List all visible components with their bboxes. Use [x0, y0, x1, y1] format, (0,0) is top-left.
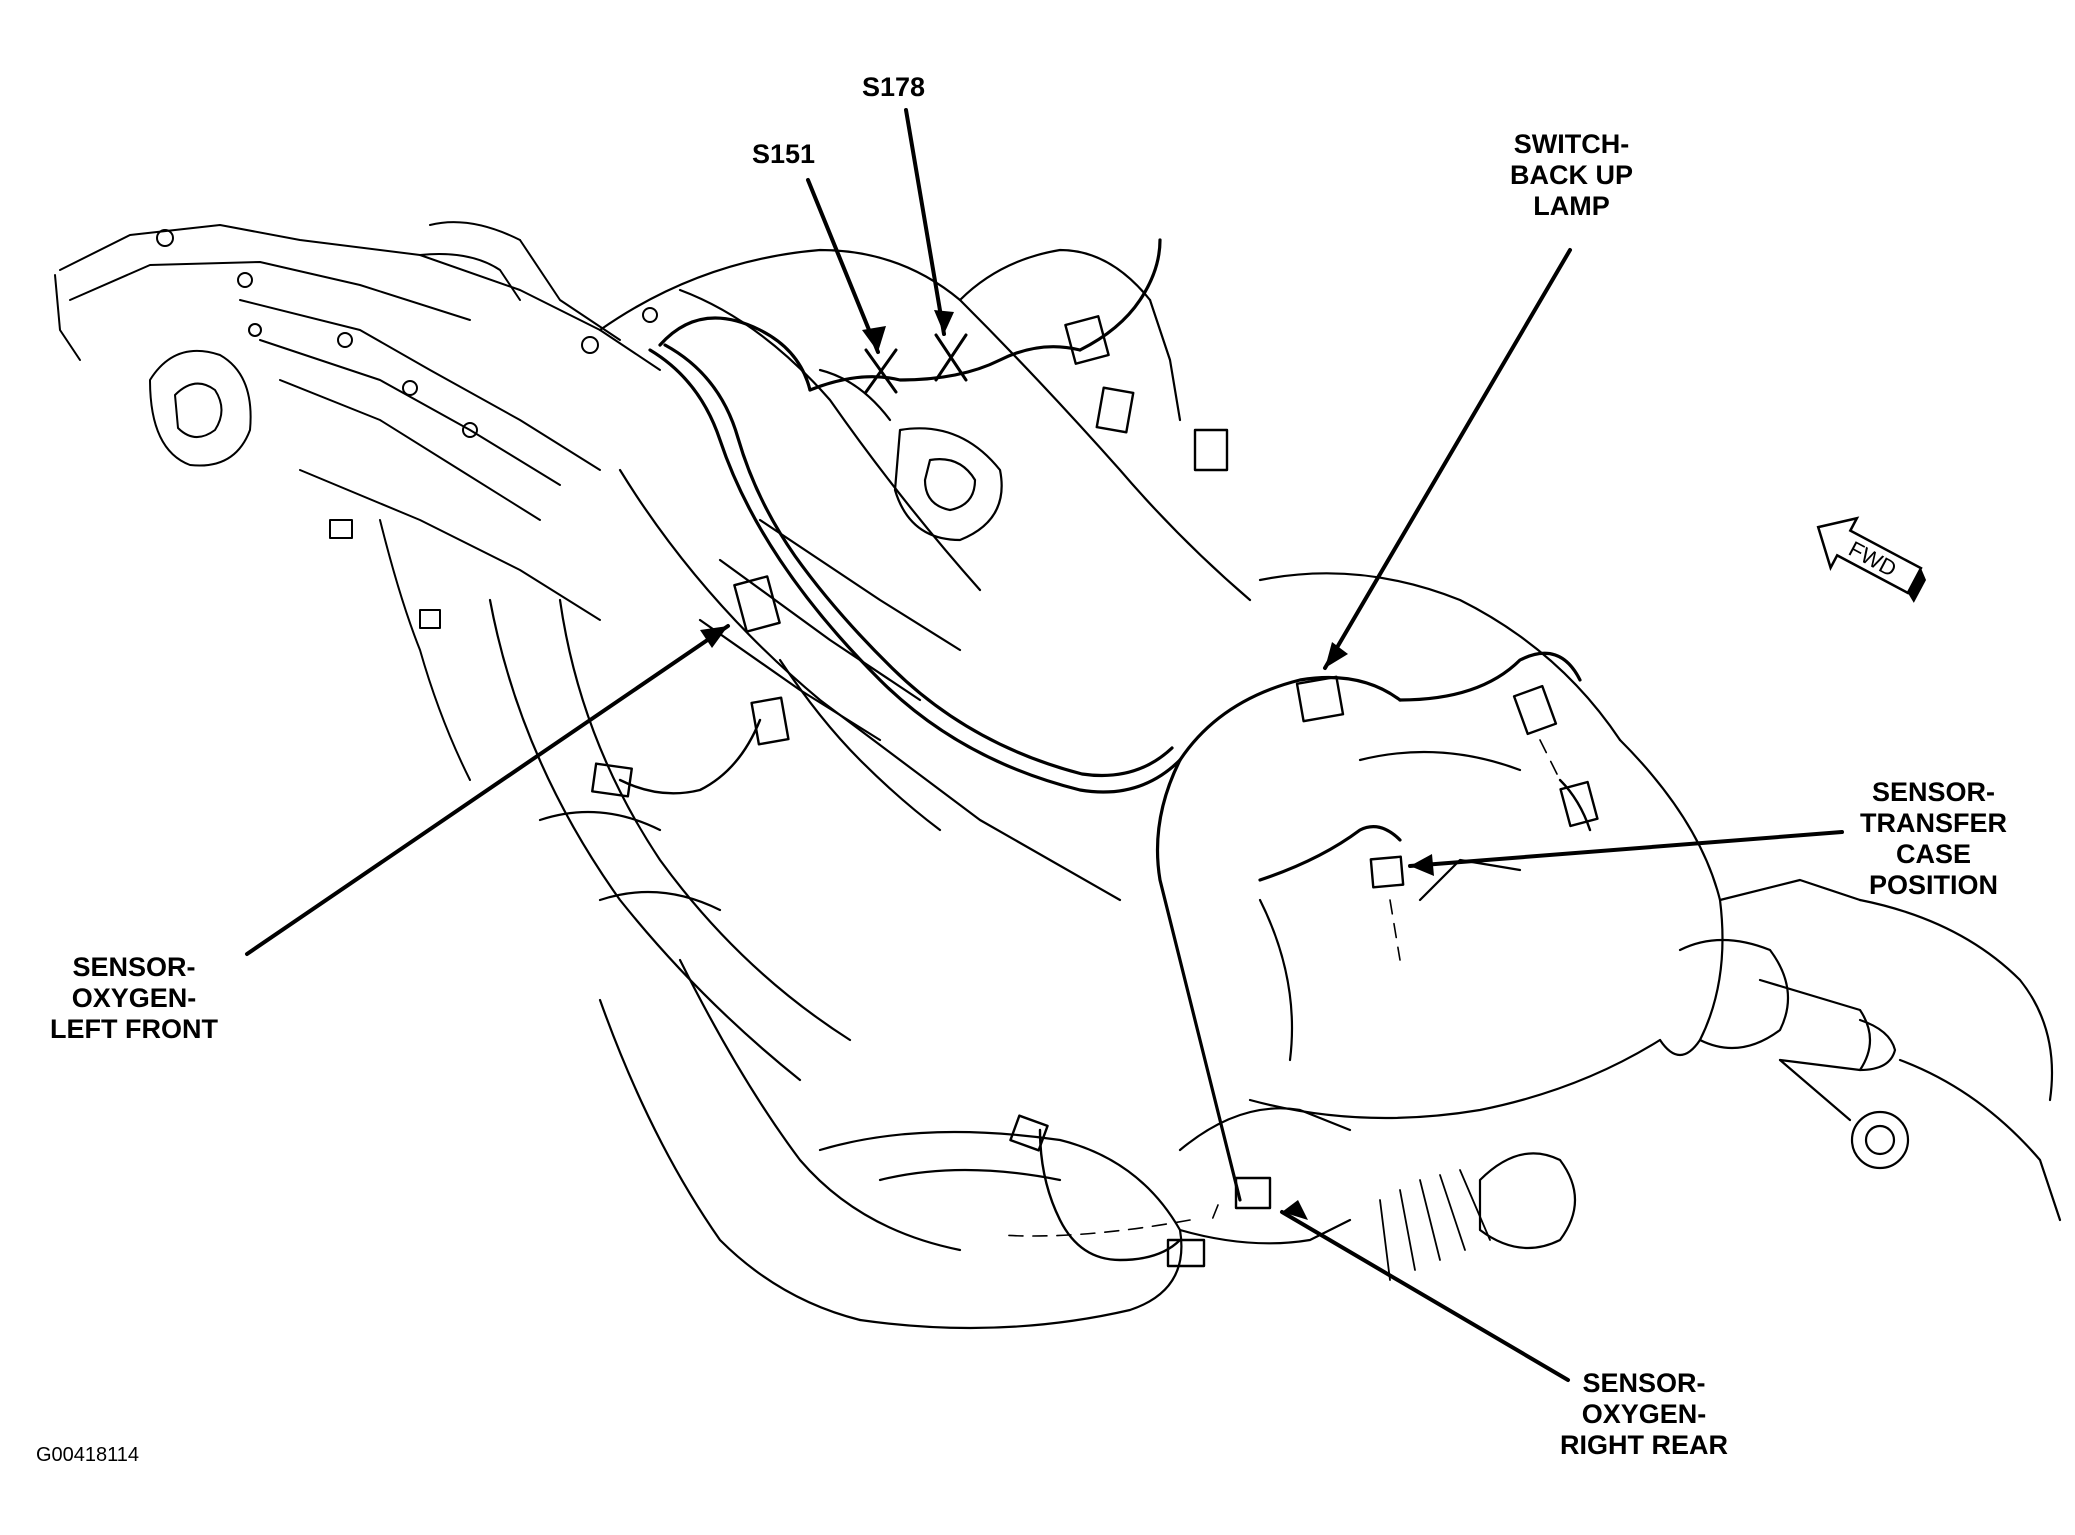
- arrow-left-icon: [1816, 516, 1923, 595]
- fwd-direction-indicator: FWD: [1816, 516, 1927, 603]
- leader-lines: [245, 108, 1844, 1382]
- label-s178: S178: [862, 72, 926, 102]
- sensor-pigtails: [618, 718, 1592, 1262]
- label-sensor-oxygen-left-front: SENSOR- OXYGEN- LEFT FRONT: [50, 952, 218, 1044]
- label-sensor-transfer-case-position: SENSOR- TRANSFER CASE POSITION: [1860, 777, 2007, 900]
- transmission-housing: [598, 248, 1252, 902]
- figure-id: G00418114: [36, 1444, 140, 1466]
- leader-arrowheads: [700, 310, 1434, 1220]
- engine-block: [54, 221, 661, 781]
- transfer-case-fins: [1379, 1169, 1491, 1281]
- label-switch-back-up-lamp: SWITCH- BACK UP LAMP: [1510, 129, 1634, 221]
- label-sensor-oxygen-right-rear: SENSOR- OXYGEN- RIGHT REAR: [1560, 1368, 1728, 1460]
- transfer-case: [1248, 572, 2062, 1250]
- dashed-mating-lines: [999, 739, 1561, 1237]
- wiring-harness: [648, 238, 1582, 1202]
- engine-bolts: [156, 229, 658, 629]
- label-s151: S151: [752, 139, 816, 169]
- splice-marks: [864, 333, 968, 394]
- connectors: [591, 315, 1599, 1268]
- exhaust-system: [488, 598, 1352, 1330]
